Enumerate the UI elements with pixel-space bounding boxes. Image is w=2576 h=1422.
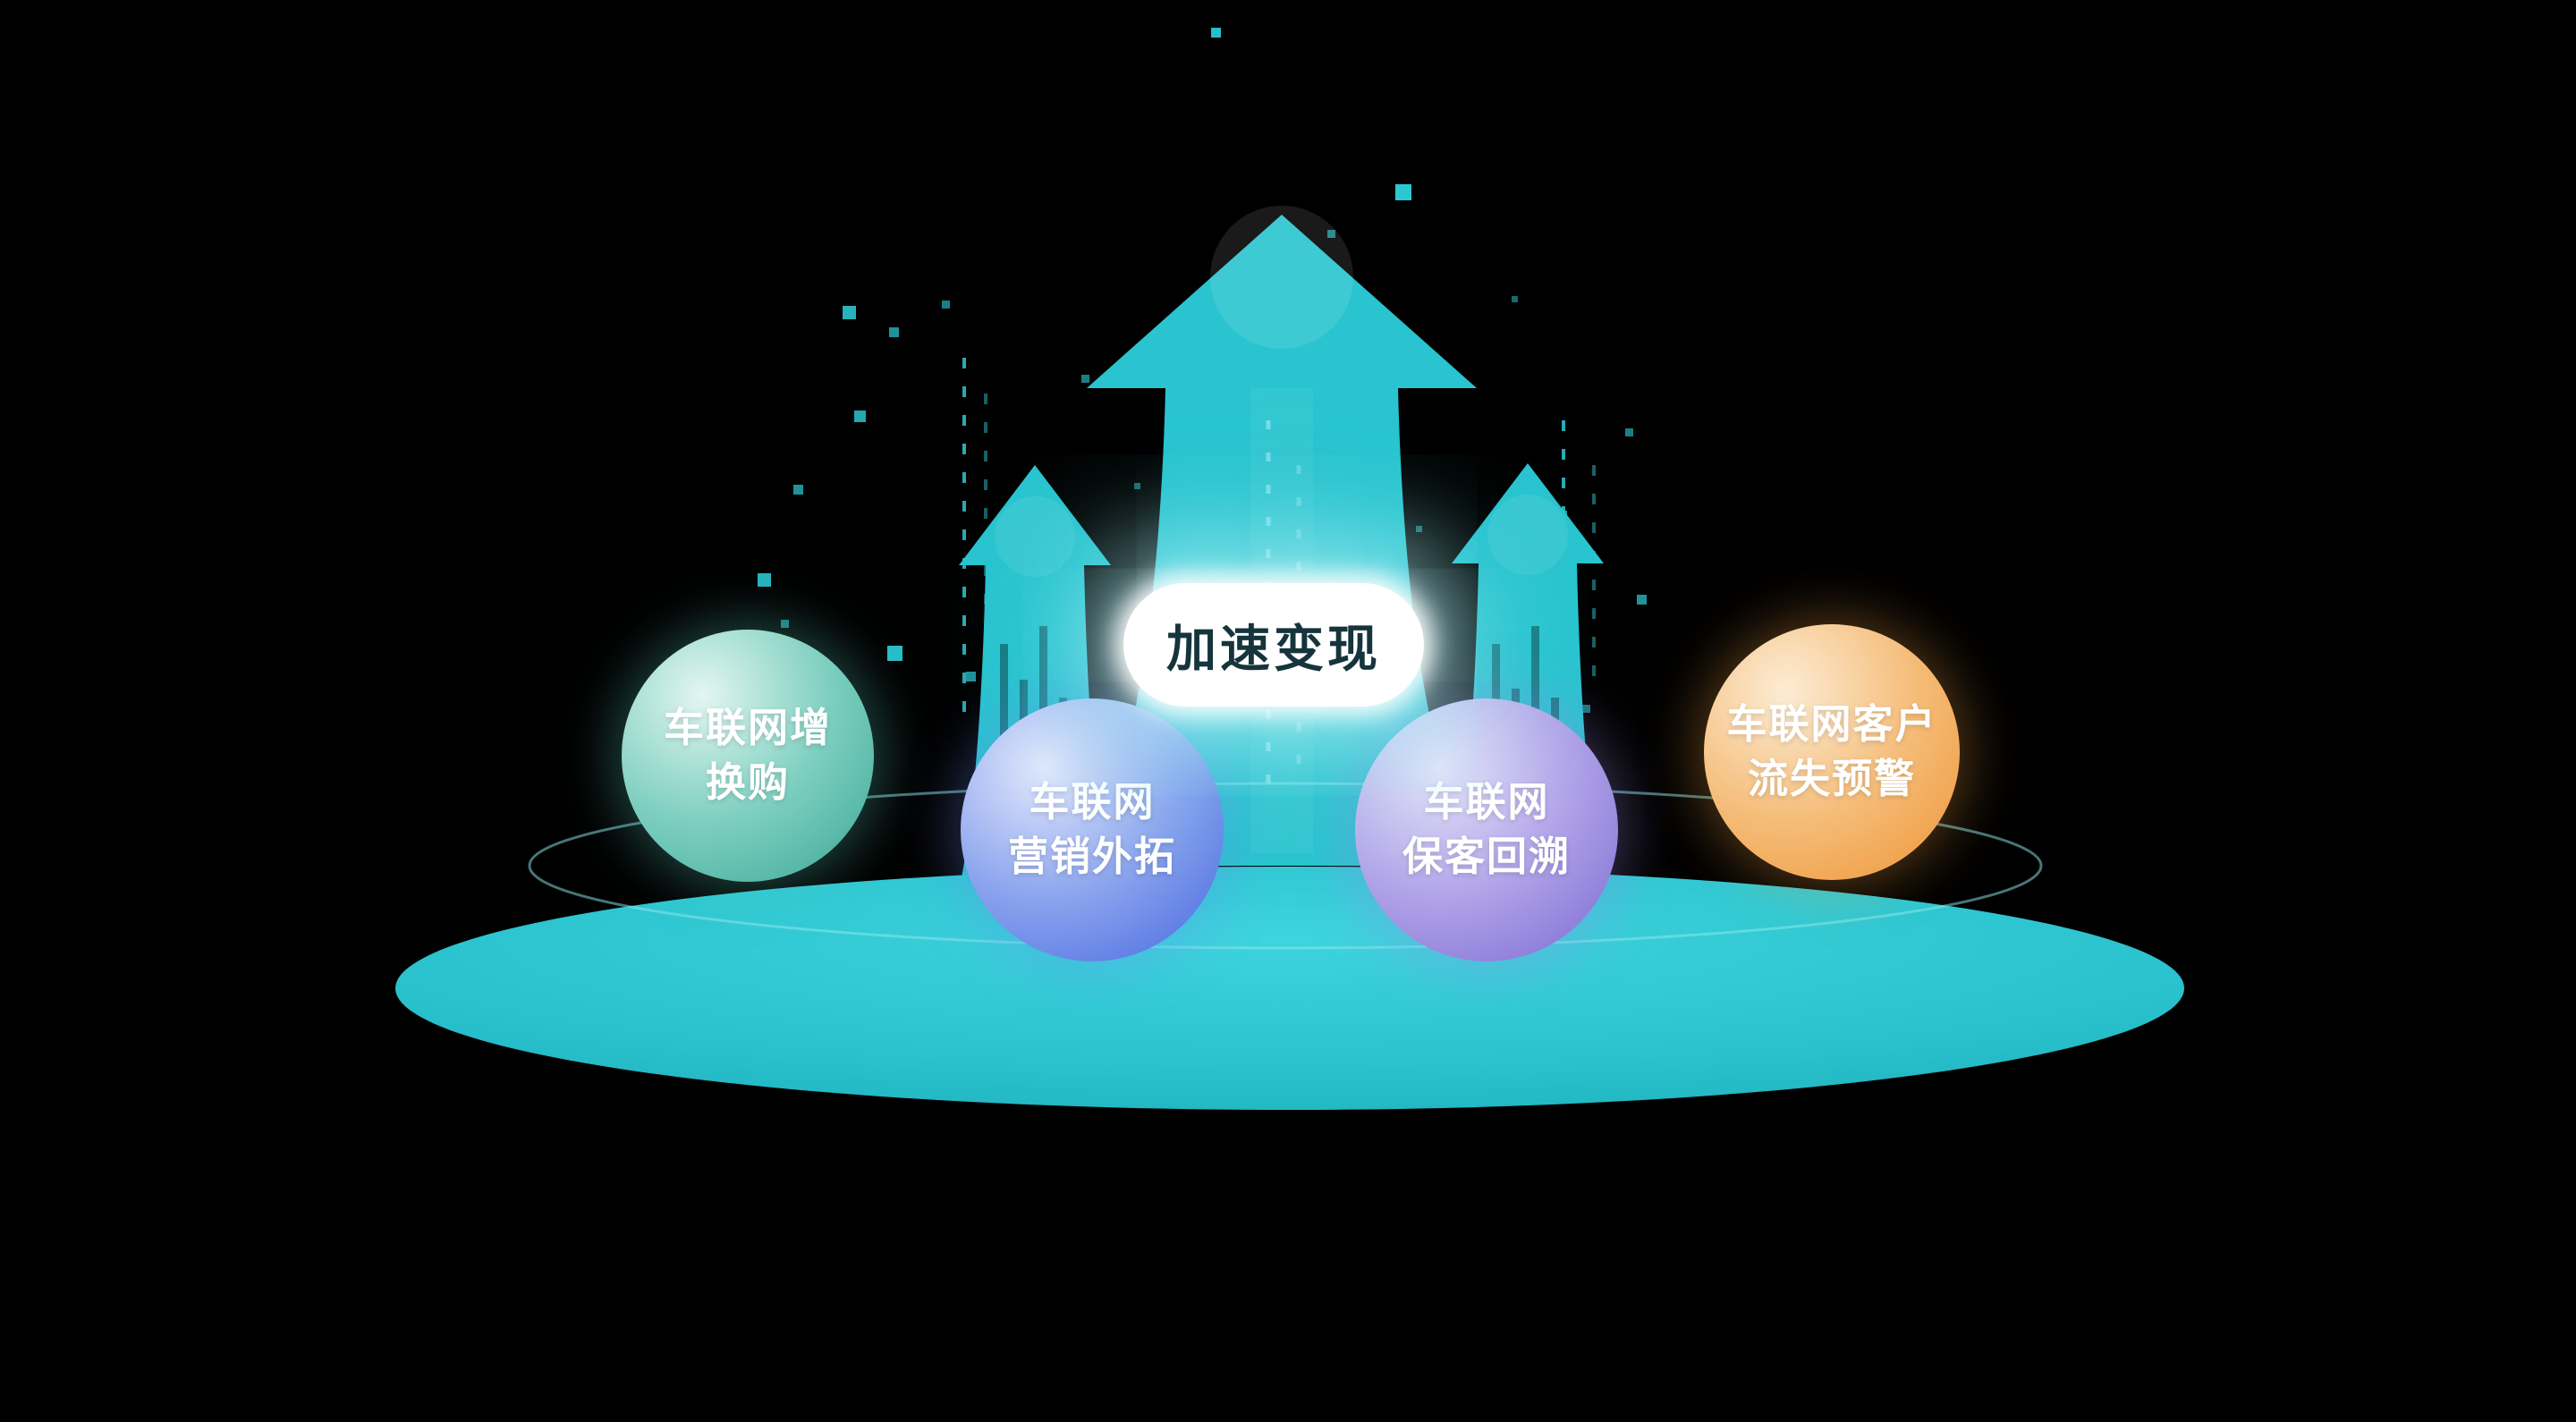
sphere-label-line: 车联网客户 xyxy=(1726,701,1937,748)
center-arrow-tip-glow xyxy=(1210,206,1353,349)
sphere-customer-retention: 车联网 保客回溯 xyxy=(1355,698,1618,961)
center-label-pill: 加速变现 xyxy=(1123,583,1424,707)
center-label-text: 加速变现 xyxy=(1166,620,1381,677)
sphere-label-line: 车联网 xyxy=(1029,779,1156,825)
sphere-trade-in: 车联网增 换购 xyxy=(622,630,874,882)
sphere-label: 车联网客户 流失预警 xyxy=(1726,698,1936,807)
sphere-label-line: 流失预警 xyxy=(1747,756,1916,801)
sphere-churn-warning: 车联网客户 流失预警 xyxy=(1704,624,1960,880)
platform-ring xyxy=(528,782,2043,950)
sphere-marketing-expansion: 车联网 营销外拓 xyxy=(961,698,1224,961)
sphere-label-line: 车联网 xyxy=(1423,779,1550,825)
left-arrow-tip-glow xyxy=(995,496,1075,577)
sphere-label-line: 营销外拓 xyxy=(1007,834,1176,879)
right-arrow-tip-glow xyxy=(1487,495,1568,575)
sphere-label: 车联网增 换购 xyxy=(664,701,832,810)
sphere-label-line: 保客回溯 xyxy=(1402,834,1571,879)
sphere-label-line: 换购 xyxy=(705,759,790,805)
sphere-label-line: 车联网增 xyxy=(663,705,832,751)
sphere-label: 车联网 营销外拓 xyxy=(1008,775,1176,885)
platform-disc xyxy=(395,867,2184,1110)
sphere-label: 车联网 保客回溯 xyxy=(1402,775,1571,885)
